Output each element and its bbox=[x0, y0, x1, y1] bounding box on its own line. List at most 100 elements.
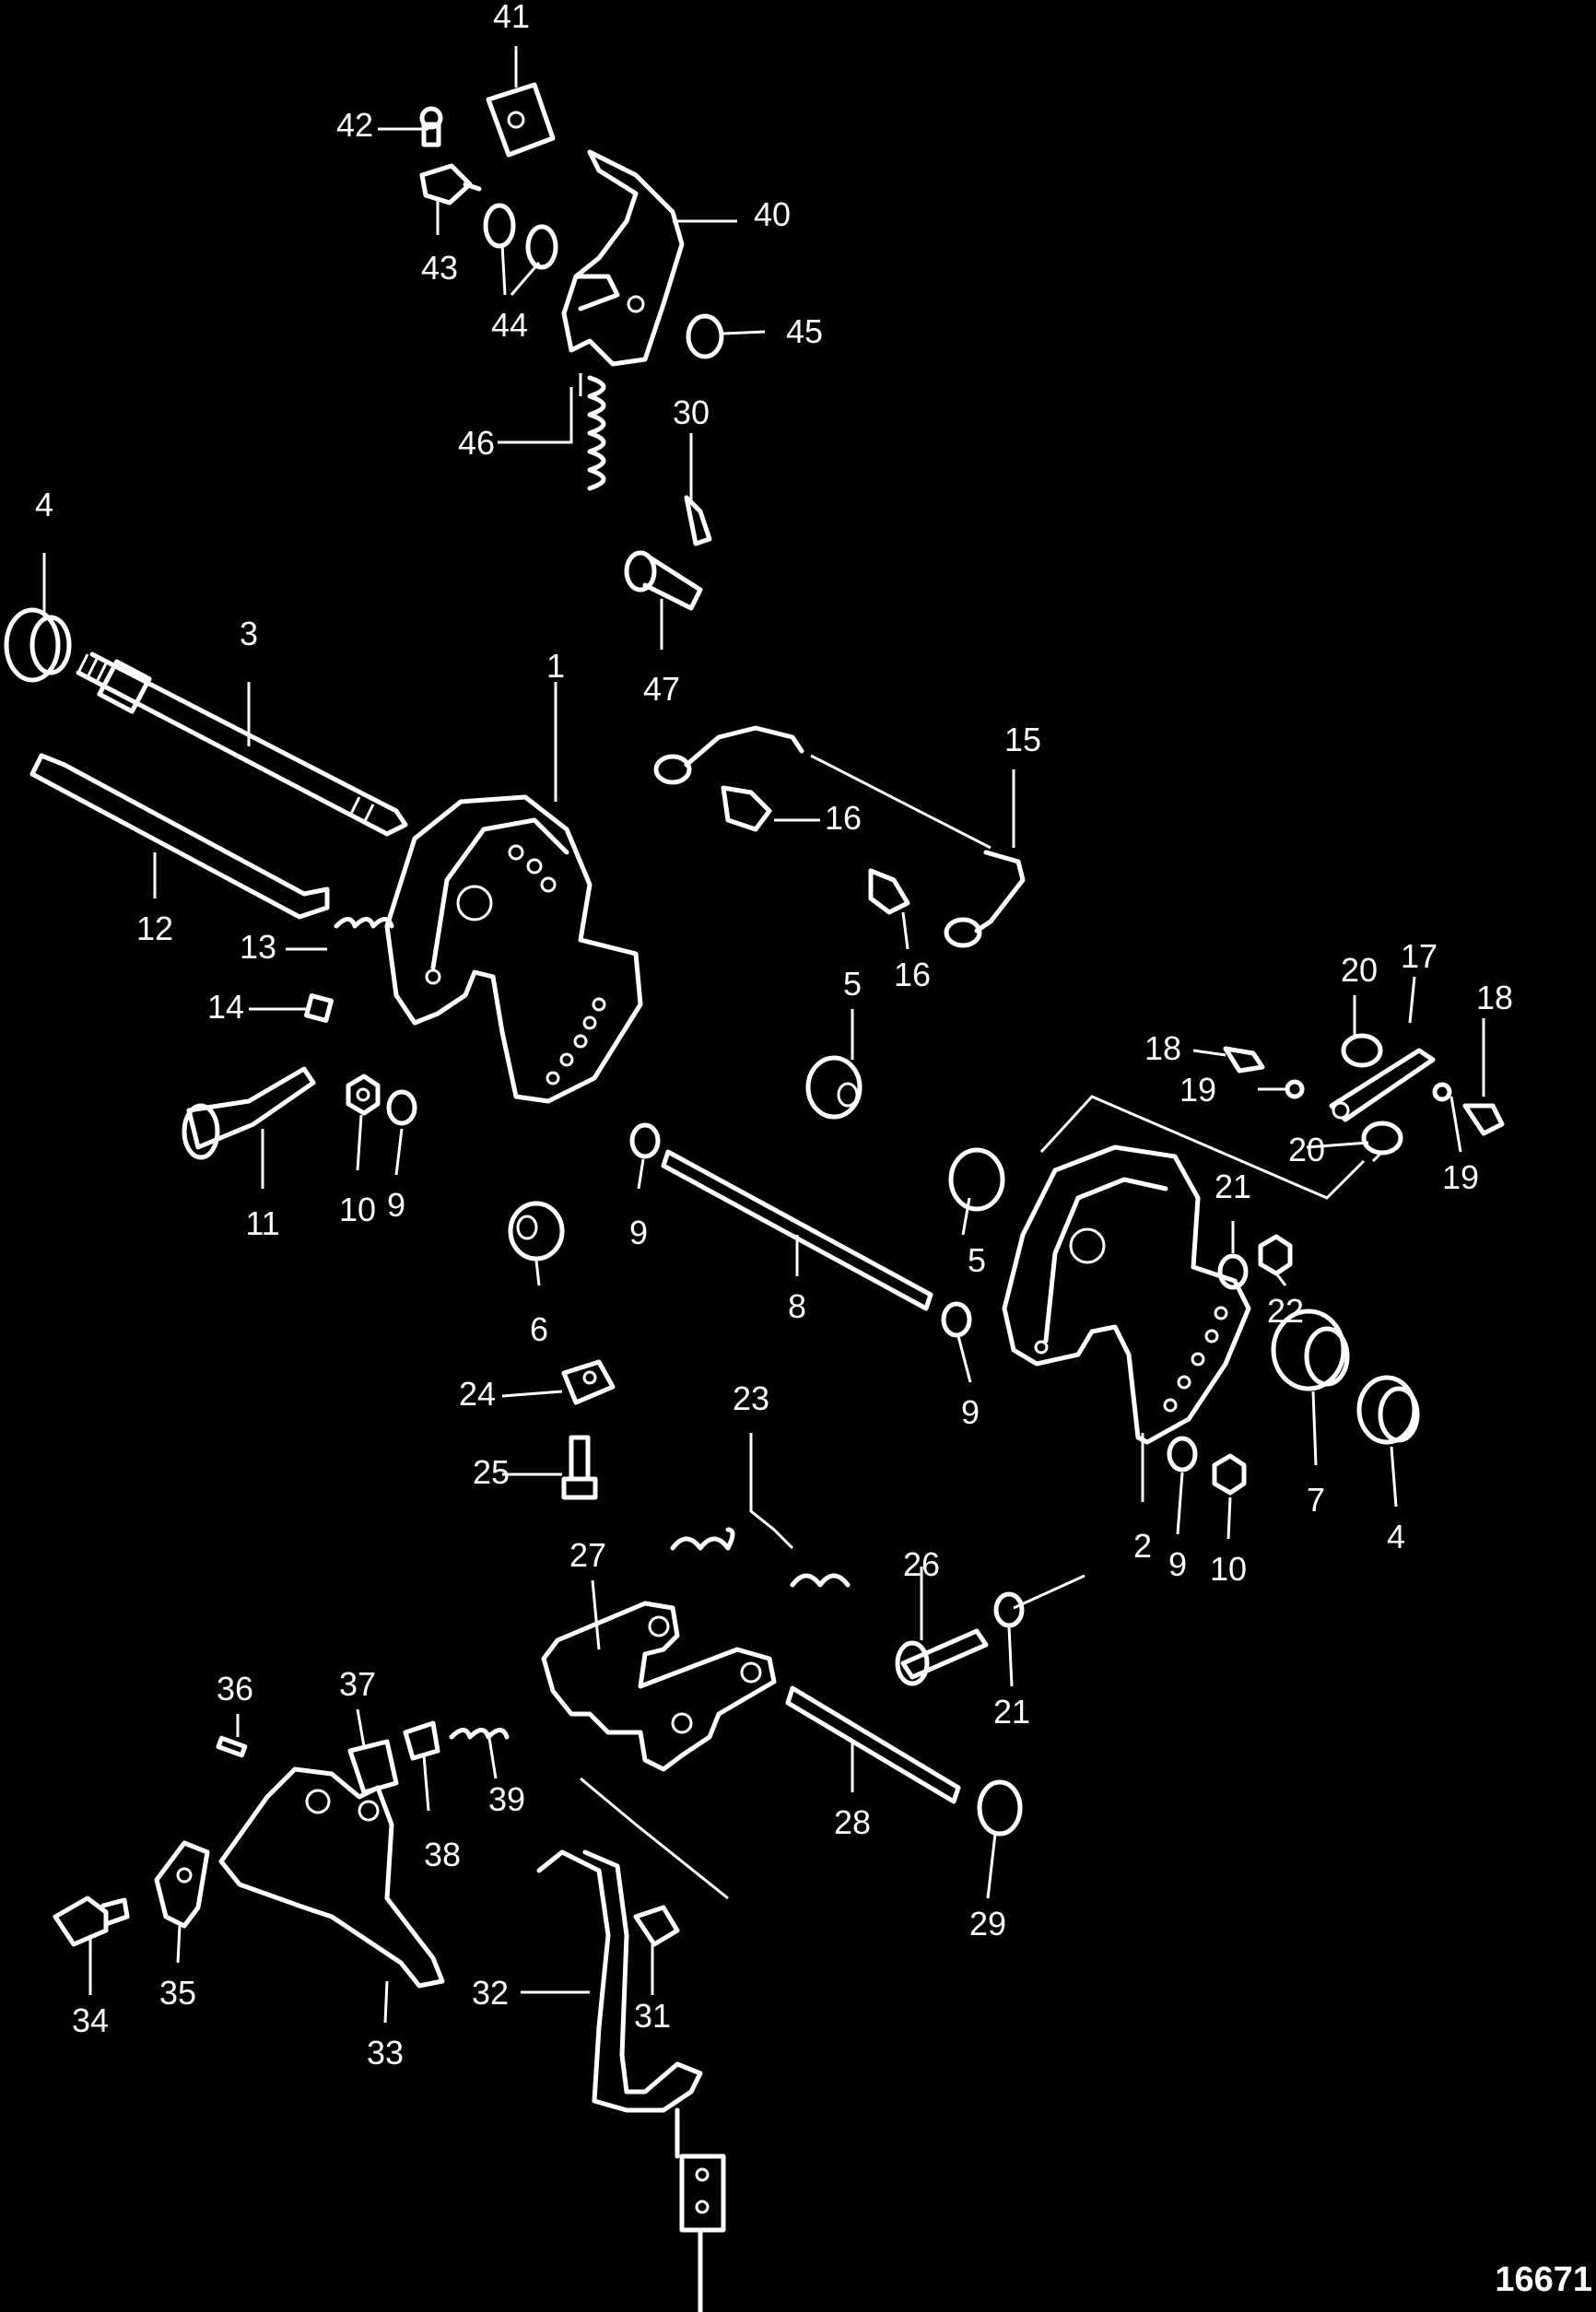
callout-label: 38 bbox=[424, 1836, 461, 1873]
callout-label: 44 bbox=[491, 306, 528, 344]
callout-label: 12 bbox=[136, 910, 173, 947]
part-32-rod bbox=[536, 1849, 726, 2312]
callout-label: 9 bbox=[629, 1214, 648, 1251]
callout-label: 9 bbox=[961, 1393, 980, 1431]
figure-number: 16671 bbox=[1495, 2260, 1592, 2299]
callout-label: 42 bbox=[336, 106, 373, 144]
part-9-washer-d bbox=[1167, 1436, 1198, 1473]
part-9-washer-c bbox=[941, 1301, 972, 1338]
part-4-bushing-left bbox=[4, 607, 72, 683]
part-6-bushing bbox=[508, 1201, 565, 1262]
part-23-spring bbox=[670, 1527, 851, 1588]
part-4-bushing-right bbox=[1356, 1375, 1420, 1445]
callout-label: 8 bbox=[788, 1287, 806, 1325]
callout-label: 6 bbox=[530, 1310, 548, 1348]
callout-label: 19 bbox=[1442, 1158, 1479, 1196]
part-20-washer-a bbox=[1341, 1033, 1383, 1068]
part-45-washer bbox=[686, 313, 724, 359]
part-5-bushing-b bbox=[948, 1147, 1005, 1212]
part-16-bolt-b bbox=[868, 868, 910, 915]
callout-label: 27 bbox=[569, 1536, 606, 1574]
part-12-rod bbox=[29, 753, 330, 920]
callout-label: 43 bbox=[421, 249, 458, 287]
part-9-washer-b bbox=[629, 1122, 661, 1159]
part-40-bracket bbox=[561, 149, 685, 367]
callout-label: 33 bbox=[367, 2034, 404, 2071]
part-20-washer-b bbox=[1361, 1121, 1403, 1156]
callout-label: 32 bbox=[472, 1974, 509, 2012]
callout-label: 1 bbox=[546, 647, 565, 685]
part-25-screw bbox=[561, 1435, 598, 1500]
part-5-bushing-a bbox=[805, 1055, 863, 1120]
part-7-bushing bbox=[1271, 1309, 1350, 1391]
callout-label: 16 bbox=[825, 799, 862, 837]
part-46-spring bbox=[579, 373, 606, 491]
callout-label: 36 bbox=[217, 1670, 253, 1708]
part-30-cotter-pin bbox=[684, 495, 712, 546]
part-37-bushing bbox=[347, 1739, 399, 1795]
part-28-shaft bbox=[785, 1685, 961, 1804]
part-10-nut-left bbox=[346, 1074, 381, 1116]
part-3-shaft bbox=[76, 651, 408, 837]
callout-label: 9 bbox=[387, 1186, 405, 1224]
callout-label: 14 bbox=[207, 988, 244, 1026]
part-9-washer-a bbox=[386, 1089, 417, 1126]
part-35-plate bbox=[154, 1840, 210, 1929]
callout-label: 22 bbox=[1267, 1292, 1304, 1330]
part-21-washer-a bbox=[1217, 1253, 1249, 1290]
callout-label: 25 bbox=[473, 1453, 510, 1491]
part-21-washer-b bbox=[993, 1591, 1025, 1628]
part-43-bolt bbox=[419, 163, 482, 205]
callout-label: 41 bbox=[493, 0, 530, 35]
part-15-cable bbox=[653, 725, 1026, 948]
part-19-ring-b bbox=[1432, 1082, 1452, 1102]
part-18-screw-b bbox=[1462, 1103, 1505, 1136]
part-8-shaft bbox=[661, 1149, 933, 1311]
part-29-washer bbox=[977, 1779, 1023, 1837]
part-31-nut bbox=[633, 1905, 680, 1947]
callout-label: 45 bbox=[786, 312, 823, 350]
callout-label: 2 bbox=[1133, 1527, 1152, 1565]
callout-label: 37 bbox=[339, 1665, 376, 1703]
callout-label: 35 bbox=[159, 1974, 196, 2012]
callout-label: 16 bbox=[894, 956, 931, 993]
callout-label: 47 bbox=[643, 670, 680, 708]
part-11-bolt bbox=[182, 1066, 316, 1160]
part-1-bracket bbox=[384, 794, 643, 1104]
part-13-spring bbox=[334, 917, 394, 929]
part-16-bolt-a bbox=[721, 785, 772, 832]
part-18-screw-a bbox=[1223, 1046, 1265, 1074]
callout-label: 9 bbox=[1168, 1545, 1187, 1583]
callout-label: 17 bbox=[1401, 937, 1438, 975]
part-2-bracket bbox=[1002, 1144, 1251, 1445]
part-14-nut bbox=[304, 993, 334, 1023]
callout-label: 40 bbox=[754, 195, 791, 233]
callout-label: 21 bbox=[993, 1693, 1030, 1731]
callout-label: 13 bbox=[240, 928, 276, 966]
callout-label: 28 bbox=[834, 1803, 871, 1841]
callout-label: 18 bbox=[1144, 1029, 1181, 1067]
callout-label: 4 bbox=[35, 486, 53, 523]
callout-label: 46 bbox=[458, 424, 495, 462]
callout-label: 4 bbox=[1387, 1518, 1405, 1555]
callout-label: 29 bbox=[969, 1905, 1006, 1942]
callout-label: 34 bbox=[72, 2001, 109, 2039]
part-22-nut bbox=[1258, 1234, 1293, 1276]
part-38-block bbox=[403, 1720, 440, 1761]
callout-label: 19 bbox=[1179, 1071, 1216, 1109]
callout-label: 5 bbox=[968, 1241, 986, 1279]
part-36-pin bbox=[216, 1735, 248, 1758]
callout-label: 21 bbox=[1215, 1168, 1251, 1205]
callout-label: 15 bbox=[1004, 721, 1041, 758]
callout-label: 5 bbox=[843, 965, 862, 1003]
part-34-bolt bbox=[53, 1895, 130, 1947]
callout-label: 11 bbox=[245, 1204, 279, 1242]
leader-lines bbox=[42, 46, 1485, 2024]
part-39-spring bbox=[449, 1728, 510, 1740]
callout-label: 18 bbox=[1476, 979, 1513, 1016]
part-47-pin bbox=[624, 550, 703, 611]
callout-label: 10 bbox=[339, 1191, 376, 1228]
callout-label: 26 bbox=[903, 1545, 940, 1583]
